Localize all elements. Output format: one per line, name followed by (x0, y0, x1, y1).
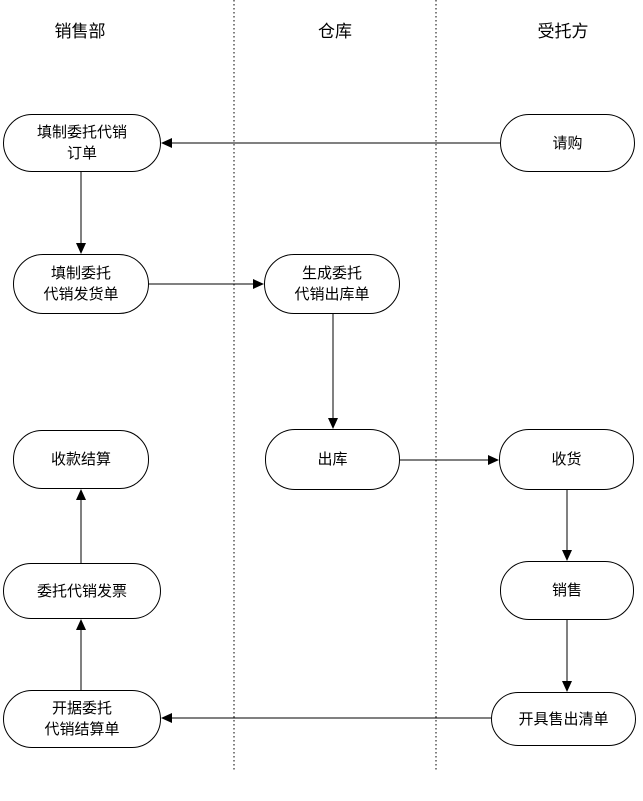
node-payment-settlement: 收款结算 (13, 430, 149, 489)
node-outbound: 出库 (265, 429, 400, 490)
arrow-request-to-order (161, 138, 500, 148)
node-fill-consignment-order: 填制委托代销 订单 (3, 114, 161, 172)
node-purchase-request: 请购 (500, 114, 635, 172)
node-consignment-invoice: 委托代销发票 (3, 563, 161, 619)
arrow-delivery-to-outbound-doc (149, 279, 264, 289)
node-sale: 销售 (500, 561, 634, 620)
lane-title-consignee: 受托方 (537, 22, 589, 42)
node-issue-settlement-note: 开据委托 代销结算单 (3, 690, 161, 748)
arrow-outbound-to-receive (400, 455, 499, 465)
lane-title-sales: 销售部 (54, 22, 106, 42)
lane-title-warehouse: 仓库 (318, 22, 352, 42)
arrow-sale-to-sales-list (562, 620, 572, 692)
node-issue-sales-list: 开具售出清单 (491, 692, 636, 746)
arrow-outbound-doc-to-outbound (328, 314, 338, 429)
arrow-settlement-to-invoice (76, 619, 86, 690)
arrow-receive-to-sale (562, 490, 572, 561)
arrow-invoice-to-payment (76, 489, 86, 563)
node-receive-goods: 收货 (499, 429, 634, 490)
node-fill-delivery-note: 填制委托 代销发货单 (13, 254, 149, 314)
node-generate-outbound-note: 生成委托 代销出库单 (264, 254, 400, 314)
arrow-order-to-delivery (76, 172, 86, 254)
arrow-sales-list-to-settlement (161, 713, 491, 723)
